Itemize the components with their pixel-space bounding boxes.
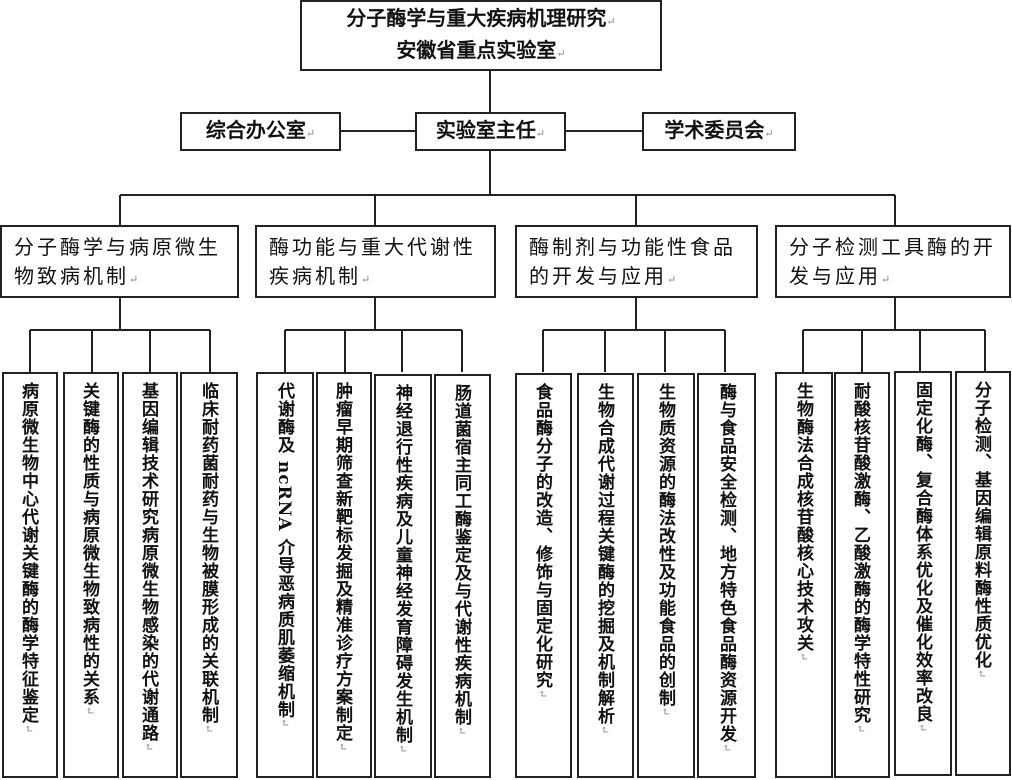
lab-title-line2: 安徽省重点实验室 [396,36,565,68]
group-label: 酶制剂与功能性食品的开发与应用 [529,235,736,288]
lab-director-label: 实验室主任 [436,116,545,148]
topic-label: 关键酶的性质与病原微生物致病性的关系 [79,382,99,716]
topic-box: 代谢酶及 ncRNA 介导恶病质肌萎缩机制 [256,372,314,778]
group-label: 酶功能与重大代谢性疾病机制 [269,235,476,288]
topic-label: 基因编辑技术研究病原微生物感染的代谢通路 [138,382,158,752]
group-label: 分子检测工具酶的开发与应用 [789,235,996,288]
topic-label: 代谢酶及 ncRNA 介导恶病质肌萎缩机制 [274,382,294,729]
topic-label: 酶与食品安全检测、地方特色食品酶资源开发 [716,383,736,753]
topic-label: 生物质资源的酶法改性及功能食品的创制 [655,383,675,717]
lab-title-box: 分子酶学与重大疾病机理研究 安徽省重点实验室 [300,0,662,71]
topic-box: 分子检测、基因编辑原料酶性质优化 [955,371,1011,776]
group-box-3: 酶制剂与功能性食品的开发与应用 [515,225,758,298]
topic-box: 临床耐药菌耐药与生物被膜形成的关联机制 [180,372,238,778]
group-label: 分子酶学与病原微生物致病机制 [14,235,221,288]
topic-box: 肠道菌宿主同工酶鉴定及与代谢性疾病机制 [434,374,491,778]
topic-label: 肠道菌宿主同工酶鉴定及与代谢性疾病机制 [451,384,471,736]
academic-committee-label: 学术委员会 [664,116,773,148]
topic-box: 固定化酶、复合酶体系优化及催化效率改良 [894,371,952,776]
lab-director-box: 实验室主任 [415,112,566,151]
topic-label: 神经退行性疾病及儿童神经发育障碍发生机制 [392,384,412,754]
topic-label: 生物酶法合成核苷酸核心技术攻关 [793,382,813,662]
topic-box: 生物质资源的酶法改性及功能食品的创制 [637,373,695,778]
topic-label: 固定化酶、复合酶体系优化及催化效率改良 [912,381,932,733]
group-box-4: 分子检测工具酶的开发与应用 [775,225,1011,298]
topic-box: 生物合成代谢过程关键酶的挖掘及机制解析 [577,373,634,778]
topic-box: 病原微生物中心代谢关键酶的酶学特征鉴定 [2,372,58,778]
topic-box: 基因编辑技术研究病原微生物感染的代谢通路 [122,372,178,778]
topic-label: 耐酸核苷酸激酶、乙酸激酶的酶学特性研究 [850,382,870,734]
topic-label: 生物合成代谢过程关键酶的挖掘及机制解析 [594,383,614,735]
topic-box: 酶与食品安全检测、地方特色食品酶资源开发 [697,373,756,778]
topic-box: 食品酶分子的改造、修饰与固定化研究 [515,373,572,778]
topic-label: 病原微生物中心代谢关键酶的酶学特征鉴定 [18,382,38,734]
topic-box: 生物酶法合成核苷酸核心技术攻关 [775,372,833,778]
topic-box: 关键酶的性质与病原微生物致病性的关系 [63,372,119,778]
group-box-1: 分子酶学与病原微生物致病机制 [0,225,239,298]
topic-label: 食品酶分子的改造、修饰与固定化研究 [532,383,552,699]
academic-committee-box: 学术委员会 [642,112,796,151]
topic-label: 肿瘤早期筛查新靶标发掘及精准诊疗方案制定 [332,382,352,752]
topic-box: 肿瘤早期筛查新靶标发掘及精准诊疗方案制定 [316,372,372,778]
lab-title-line1: 分子酶学与重大疾病机理研究 [346,4,615,36]
topic-box: 神经退行性疾病及儿童神经发育障碍发生机制 [374,374,432,778]
general-office-box: 综合办公室 [180,112,341,151]
group-box-2: 酶功能与重大代谢性疾病机制 [255,225,496,298]
topic-label: 临床耐药菌耐药与生物被膜形成的关联机制 [198,382,218,734]
general-office-label: 综合办公室 [206,116,315,148]
topic-label: 分子检测、基因编辑原料酶性质优化 [971,381,991,679]
topic-box: 耐酸核苷酸激酶、乙酸激酶的酶学特性研究 [834,372,890,778]
